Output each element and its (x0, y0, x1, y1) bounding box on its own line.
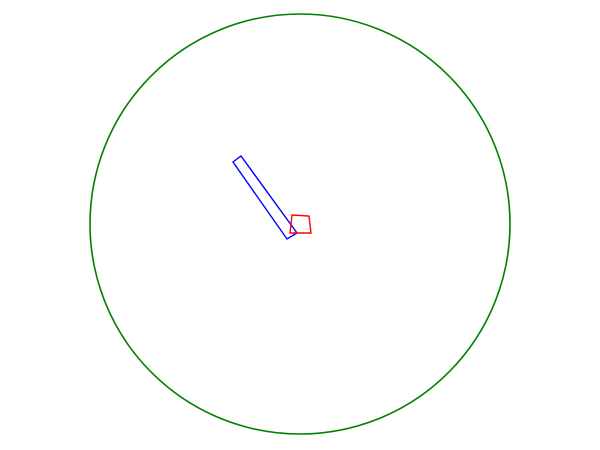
outer-circle (89, 13, 511, 435)
red-square (289, 214, 312, 234)
